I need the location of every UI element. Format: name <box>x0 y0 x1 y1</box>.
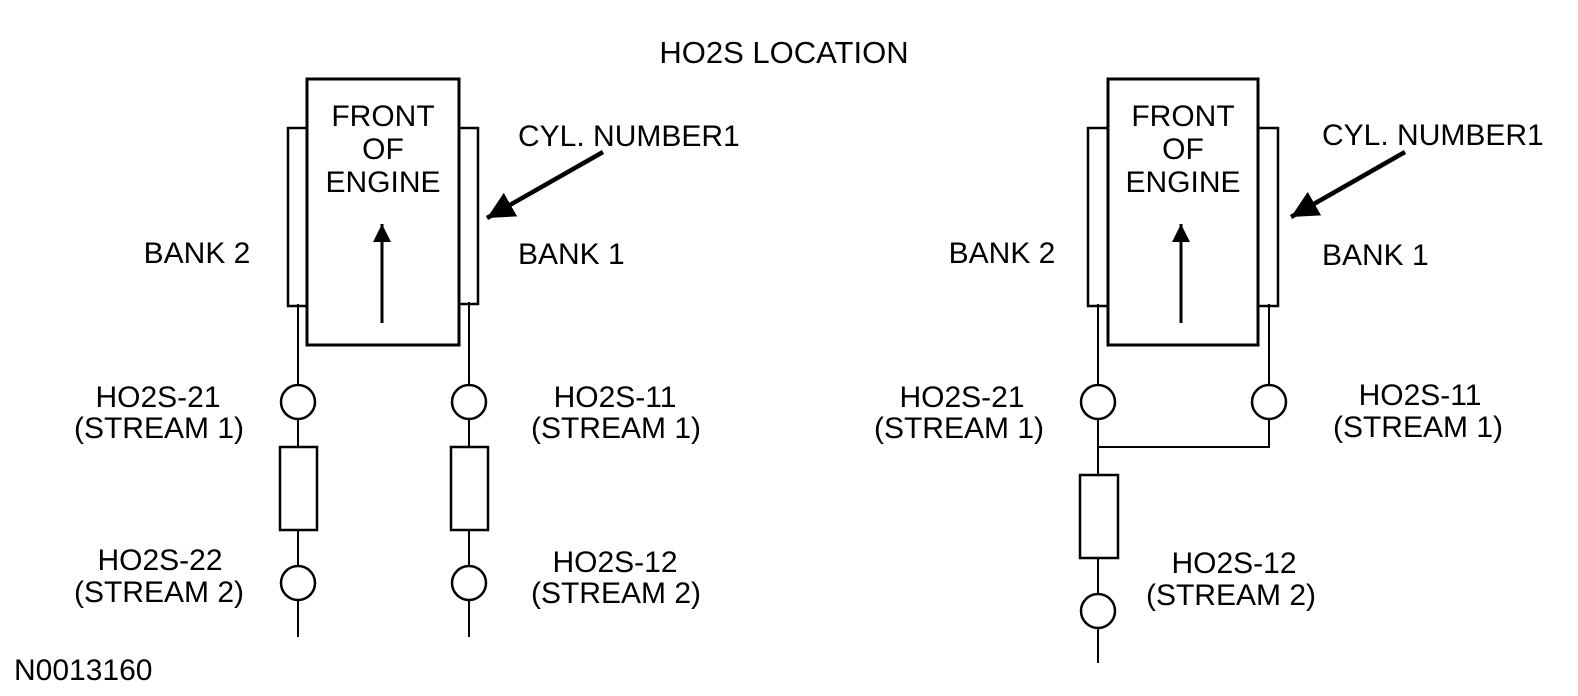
ho2s-11-stream-label: (STREAM 1) <box>531 412 701 445</box>
bank2-catalyst-rect <box>278 445 319 532</box>
front-of-engine-line1: FRONT <box>331 100 434 133</box>
front-of-engine-line1: FRONT <box>1131 100 1234 133</box>
ho2s-21-stream-label: (STREAM 1) <box>74 412 244 445</box>
ho2s-22-label: HO2S-22 <box>97 544 222 577</box>
ho2s-11-label: HO2S-11 <box>554 381 677 414</box>
ho2s-22-stream-label: (STREAM 2) <box>74 576 244 609</box>
ho2s-12-label: HO2S-12 <box>552 546 677 579</box>
ho2s-21-sensor-symbol <box>279 383 317 421</box>
ho2s-11-sensor-symbol <box>1250 383 1288 421</box>
front-of-engine-line3: ENGINE <box>1125 166 1240 199</box>
ho2s-22-sensor-symbol <box>279 564 317 602</box>
bank1-label: BANK 1 <box>518 238 625 271</box>
ho2s-12-stream-label: (STREAM 2) <box>1146 579 1316 612</box>
ho2s-11-label: HO2S-11 <box>1359 379 1482 412</box>
ho2s-21-label: HO2S-21 <box>95 381 220 414</box>
bank2-label: BANK 2 <box>144 237 251 270</box>
bank1-catalyst-rect <box>449 445 490 532</box>
ho2s-11-sensor-symbol <box>450 383 488 421</box>
cyl-number1-arrow-icon <box>485 150 605 220</box>
front-of-engine-line3: ENGINE <box>325 166 440 199</box>
ho2s-21-label: HO2S-21 <box>899 381 1024 414</box>
front-of-engine-line2: OF <box>1162 133 1204 166</box>
engine-block-rect <box>1106 77 1260 347</box>
ho2s-21-sensor-symbol <box>1079 383 1117 421</box>
cyl-number1-label: CYL. NUMBER1 <box>518 120 740 153</box>
bank1-label: BANK 1 <box>1322 239 1429 272</box>
cyl-number1-label: CYL. NUMBER1 <box>1322 119 1544 152</box>
bank2-label: BANK 2 <box>949 237 1056 270</box>
ho2s-11-stream-label: (STREAM 1) <box>1333 411 1503 444</box>
engine-diagram-dual-exhaust: FRONT OF ENGINE BANK 2 BANK 1 CYL. NUMBE… <box>74 77 740 637</box>
ho2s-12-sensor-symbol <box>450 564 488 602</box>
ho2s-12-stream-label: (STREAM 2) <box>531 577 701 610</box>
ho2s-12-sensor-symbol <box>1079 592 1117 630</box>
engine-diagram-y-pipe-exhaust: FRONT OF ENGINE BANK 2 BANK 1 CYL. NUMBE… <box>874 77 1544 663</box>
catalyst-rect <box>1078 473 1120 560</box>
figure-title: HO2S LOCATION <box>659 35 908 70</box>
front-of-engine-line2: OF <box>362 133 404 166</box>
ho2s-21-stream-label: (STREAM 1) <box>874 412 1044 445</box>
ho2s-12-label: HO2S-12 <box>1171 547 1296 580</box>
figure-number: N0013160 <box>14 654 152 687</box>
cyl-number1-arrow-icon <box>1289 150 1407 219</box>
